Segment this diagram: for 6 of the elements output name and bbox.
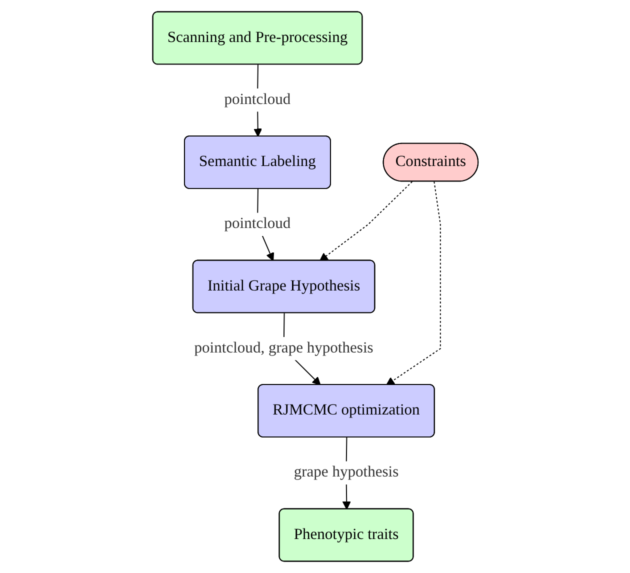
arrow [319,181,412,262]
edge-label: grape hypothesis [293,464,398,481]
edge-label: pointcloud [224,91,290,108]
edge-label: pointcloud, grape hypothesis [194,340,373,356]
edge-label: pointcloud [224,216,290,232]
arrow [386,181,440,386]
